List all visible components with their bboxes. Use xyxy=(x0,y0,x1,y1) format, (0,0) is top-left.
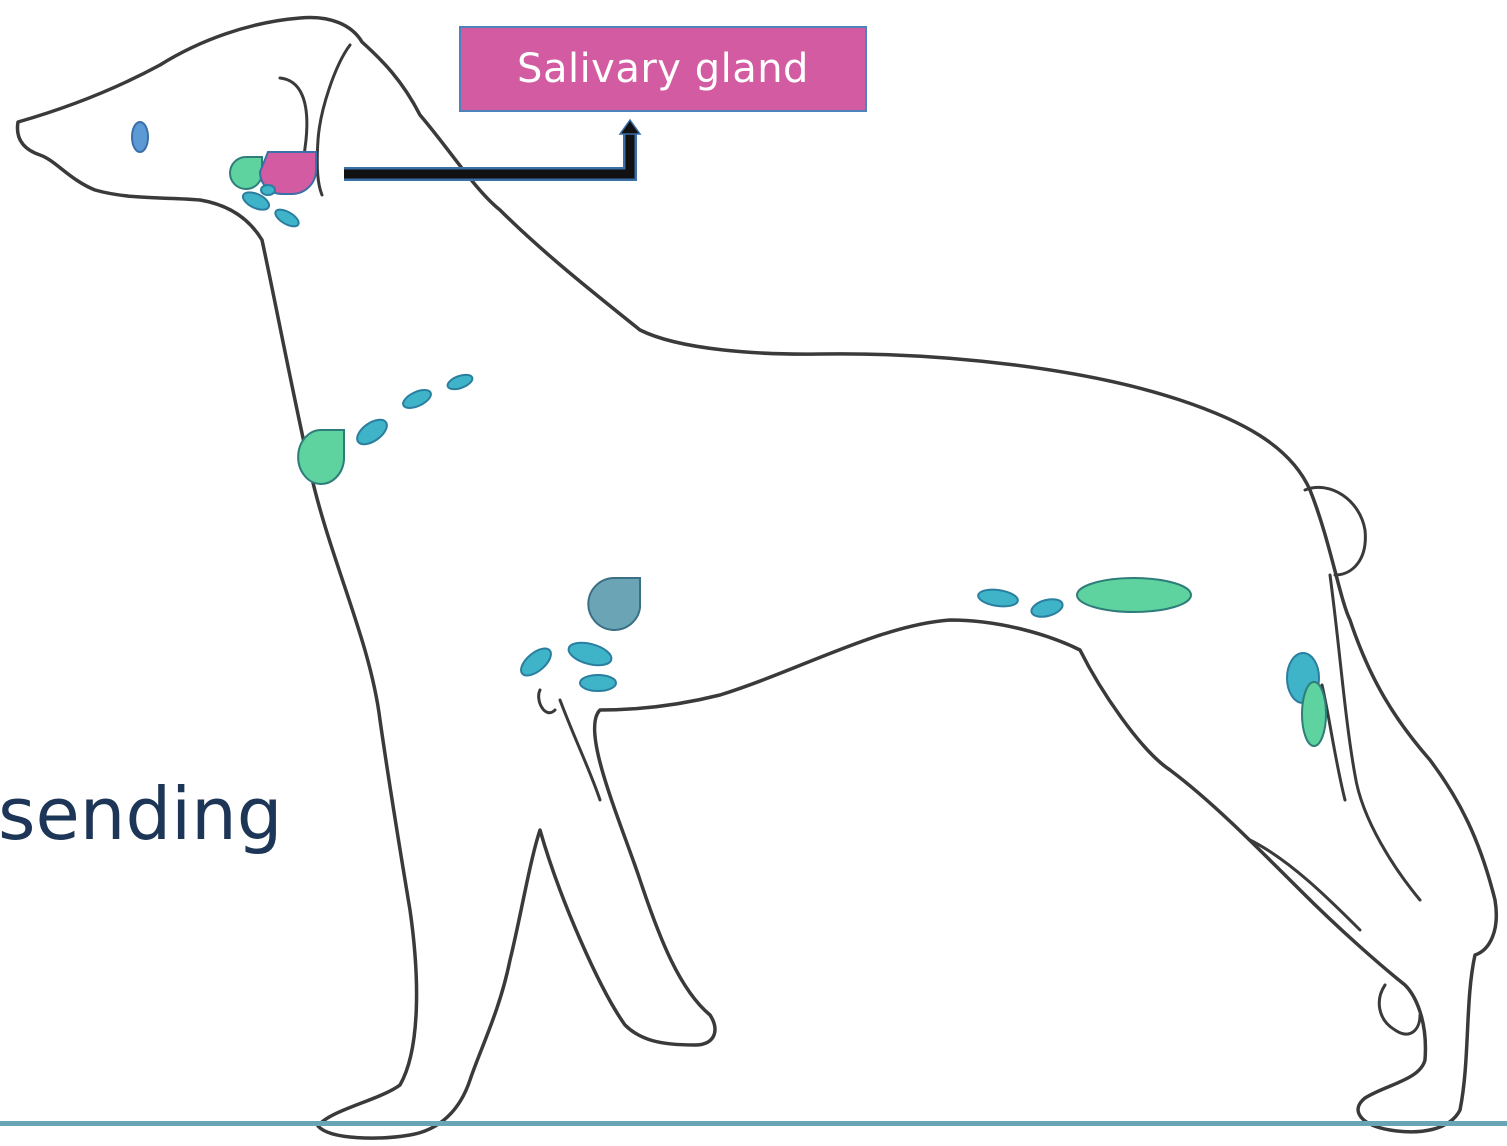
inguinal-gland-shape xyxy=(1077,578,1191,612)
lymph-node xyxy=(580,675,616,691)
prescapular-gland-shape xyxy=(298,430,344,484)
lymph-node xyxy=(261,185,275,195)
callout-arrow-head xyxy=(620,120,640,134)
mandibular-gland-shape xyxy=(230,157,262,189)
eye-marker xyxy=(132,122,148,152)
axillary-gland-shape xyxy=(588,578,640,630)
salivary-gland-callout-label: Salivary gland xyxy=(459,26,867,112)
slide-body-text: sending xyxy=(0,778,282,850)
popliteal-gland-shape xyxy=(1302,682,1326,746)
footer-divider xyxy=(0,1121,1507,1126)
